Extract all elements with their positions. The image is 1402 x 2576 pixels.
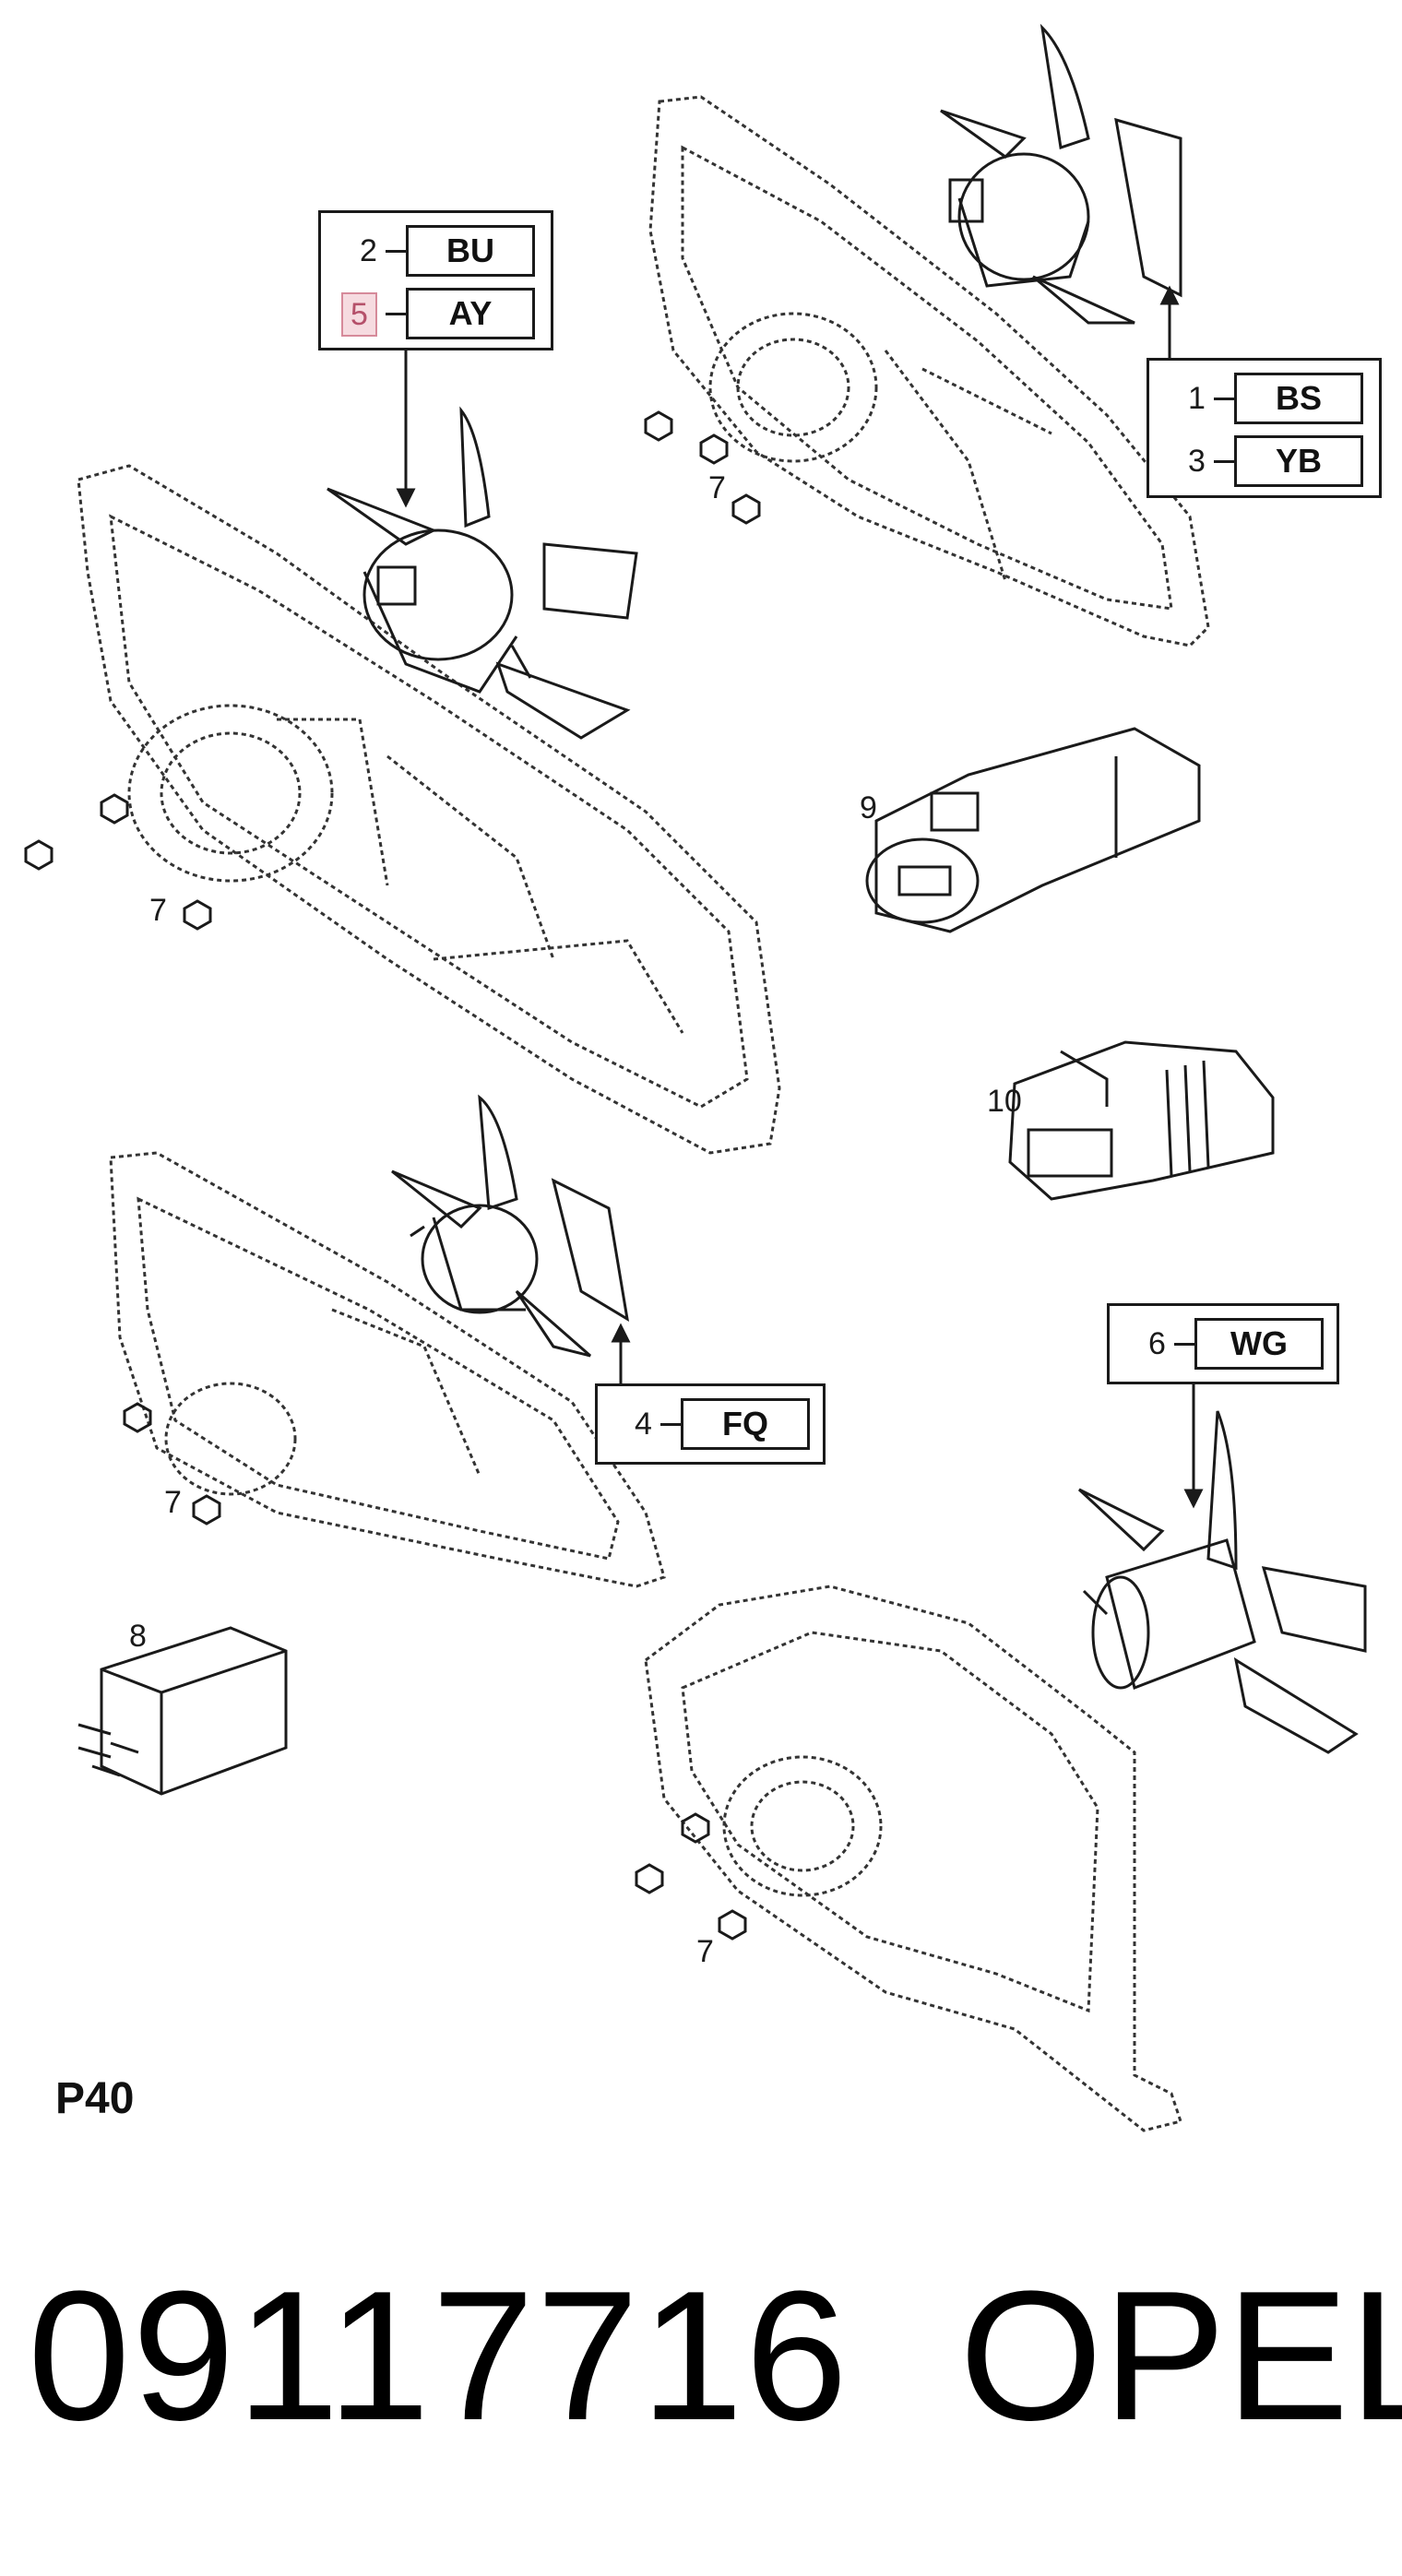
callout-row: 2 BU bbox=[321, 220, 551, 281]
item-label-nut: 7 bbox=[164, 1485, 182, 1520]
part-code: FQ bbox=[681, 1398, 810, 1450]
connector-small-drawing bbox=[1008, 1040, 1275, 1201]
item-label-connector-small: 10 bbox=[987, 1084, 1022, 1119]
item-label-nut: 7 bbox=[149, 893, 167, 928]
item-label-nut: 7 bbox=[696, 1934, 714, 1969]
leader-line bbox=[1214, 398, 1234, 400]
fan-shroud-large bbox=[77, 464, 781, 1155]
callout-row: 1 BS bbox=[1149, 368, 1379, 429]
part-number: 09117716 bbox=[28, 2253, 850, 2459]
leader-line bbox=[1214, 460, 1234, 463]
item-number: 3 bbox=[1188, 444, 1206, 479]
leader-line bbox=[386, 250, 406, 253]
brand-name: OPEL bbox=[959, 2253, 1402, 2459]
callout-row: 4 FQ bbox=[598, 1394, 823, 1454]
callout-box-top-right: 1 BS 3 YB bbox=[1147, 358, 1382, 498]
callout-box-bottom-right: 6 WG bbox=[1107, 1303, 1339, 1384]
fan-shroud-lower bbox=[644, 1585, 1182, 2132]
item-number: 6 bbox=[1148, 1326, 1166, 1361]
item-label-relay: 8 bbox=[129, 1619, 147, 1654]
callout-row: 5 AY bbox=[321, 283, 551, 344]
fan-shroud-upper bbox=[648, 95, 1210, 647]
fan-motor-assembly-2 bbox=[940, 23, 1182, 325]
page-label: P40 bbox=[55, 2074, 135, 2123]
leader-line bbox=[660, 1423, 681, 1426]
part-code: BU bbox=[406, 225, 535, 277]
item-number: 4 bbox=[635, 1407, 652, 1442]
part-code: YB bbox=[1234, 435, 1363, 487]
part-code: BS bbox=[1234, 373, 1363, 424]
fan-motor-assembly-4 bbox=[1077, 1410, 1367, 1754]
item-number: 1 bbox=[1188, 381, 1206, 416]
relay-drawing bbox=[77, 1626, 288, 1796]
callout-row: 3 YB bbox=[1149, 431, 1379, 492]
fan-shroud-middle bbox=[109, 1151, 666, 1588]
fan-motor-assembly-3 bbox=[391, 1094, 630, 1358]
leader-line bbox=[1174, 1343, 1194, 1346]
part-code: WG bbox=[1194, 1318, 1324, 1370]
leader-line bbox=[386, 313, 406, 315]
item-label-nut: 7 bbox=[708, 470, 726, 505]
item-number-highlighted: 5 bbox=[341, 292, 377, 337]
callout-row: 6 WG bbox=[1110, 1313, 1337, 1374]
connector-large-drawing bbox=[865, 727, 1201, 933]
item-label-connector-large: 9 bbox=[860, 790, 877, 825]
callout-box-middle: 4 FQ bbox=[595, 1383, 826, 1465]
nut-set bbox=[24, 410, 761, 1941]
item-number: 2 bbox=[360, 233, 377, 268]
callout-box-top-left: 2 BU 5 AY bbox=[318, 210, 553, 350]
part-code: AY bbox=[406, 288, 535, 339]
fan-motor-assembly-1 bbox=[327, 406, 638, 740]
